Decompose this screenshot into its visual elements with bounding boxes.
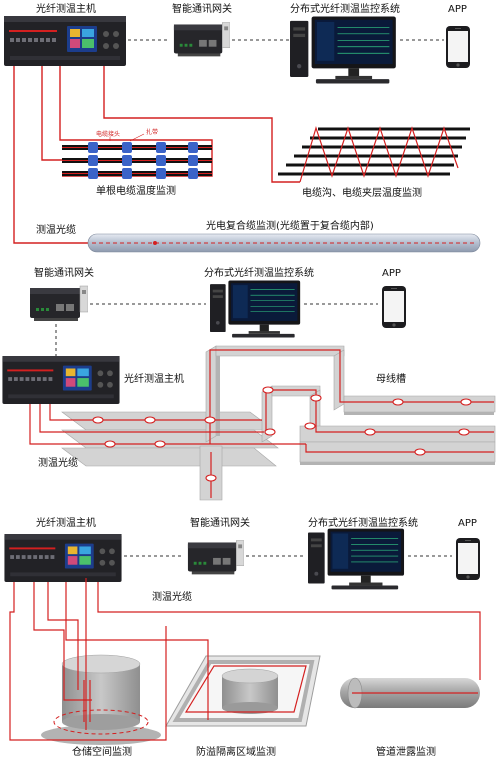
phone-1 xyxy=(446,26,470,68)
system-label-3: 分布式光纤测温监控系统 xyxy=(308,518,418,530)
cable-joint-label: 电缆接头 xyxy=(96,131,120,138)
phone-2 xyxy=(382,286,406,328)
tie-label: 扎带 xyxy=(146,129,158,136)
fiber-label-3: 测温光缆 xyxy=(152,592,192,604)
app-label-1: APP xyxy=(448,4,467,16)
storage-label: 仓储空间监测 xyxy=(72,747,132,759)
gateway-label-3: 智能通讯网关 xyxy=(190,518,250,530)
system-label-1: 分布式光纤测温监控系统 xyxy=(290,4,400,16)
fiber-label-1: 测温光缆 xyxy=(36,225,76,237)
gateway-device-1 xyxy=(174,23,230,57)
app-label-3: APP xyxy=(458,518,477,530)
host-device-1 xyxy=(4,16,126,66)
host-device-2 xyxy=(2,356,119,404)
trench-cable-group xyxy=(278,128,470,182)
fiber-label-2: 测温光缆 xyxy=(38,458,78,470)
computer-2 xyxy=(210,280,300,337)
gateway-label-1: 智能通讯网关 xyxy=(172,4,232,16)
busway-label: 母线槽 xyxy=(376,374,406,386)
phone-3 xyxy=(456,538,480,580)
composite-label: 光电复合缆监测(光缆置于复合缆内部) xyxy=(206,221,374,233)
composite-cable-tube xyxy=(88,234,480,252)
storage-cylinder xyxy=(41,655,161,745)
pipeline-label: 管道泄露监测 xyxy=(376,747,436,759)
fiber-lines-1 xyxy=(14,66,300,243)
computer-3 xyxy=(308,529,404,590)
gateway-device-3 xyxy=(188,541,244,575)
gateway-device-2 xyxy=(30,286,88,321)
isolation-label: 防溢隔离区域监测 xyxy=(196,747,276,759)
host-label-3: 光纤测温主机 xyxy=(36,518,96,530)
gateway-label-2: 智能通讯网关 xyxy=(34,268,94,280)
host-device-3 xyxy=(4,534,121,582)
host-label-1: 光纤测温主机 xyxy=(36,4,96,16)
host-label-2: 光纤测温主机 xyxy=(124,374,184,386)
app-label-2: APP xyxy=(382,268,401,280)
single-cable-group xyxy=(62,134,212,179)
computer-1 xyxy=(290,17,396,84)
busway-structure xyxy=(62,346,495,500)
trench-label: 电缆沟、电缆夹层温度监测 xyxy=(302,188,422,200)
single-cable-label: 单根电缆温度监测 xyxy=(96,186,176,198)
system-label-2: 分布式光纤测温监控系统 xyxy=(204,268,314,280)
